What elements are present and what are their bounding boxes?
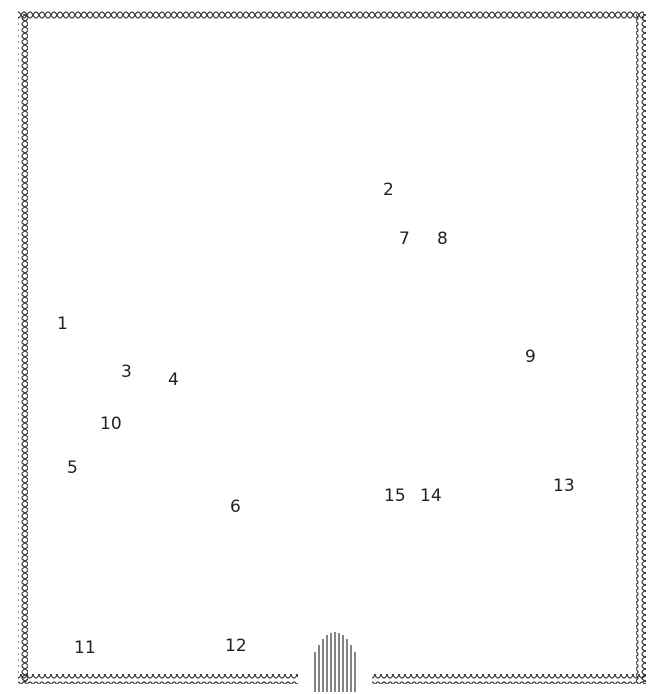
point-label-11: 11 [74, 640, 96, 657]
point-label-9: 9 [525, 349, 536, 366]
wall-left [18, 14, 28, 682]
wall-bottom-right [372, 674, 646, 684]
point-label-15: 15 [384, 488, 406, 505]
point-label-2: 2 [383, 182, 394, 199]
point-label-8: 8 [437, 231, 448, 248]
point-label-1: 1 [57, 316, 68, 333]
point-label-10: 10 [100, 416, 122, 433]
point-label-13: 13 [553, 478, 575, 495]
enclosure-wall [18, 9, 646, 684]
point-label-14: 14 [420, 488, 442, 505]
point-label-7: 7 [399, 231, 410, 248]
point-label-12: 12 [225, 638, 247, 655]
wall-bottom-left [18, 674, 298, 684]
point-label-3: 3 [121, 364, 132, 381]
wall-right [636, 14, 646, 682]
point-label-6: 6 [230, 499, 241, 516]
wall-top [18, 9, 644, 19]
point-label-5: 5 [67, 460, 78, 477]
point-label-4: 4 [168, 372, 179, 389]
entrance-gate [315, 632, 355, 692]
